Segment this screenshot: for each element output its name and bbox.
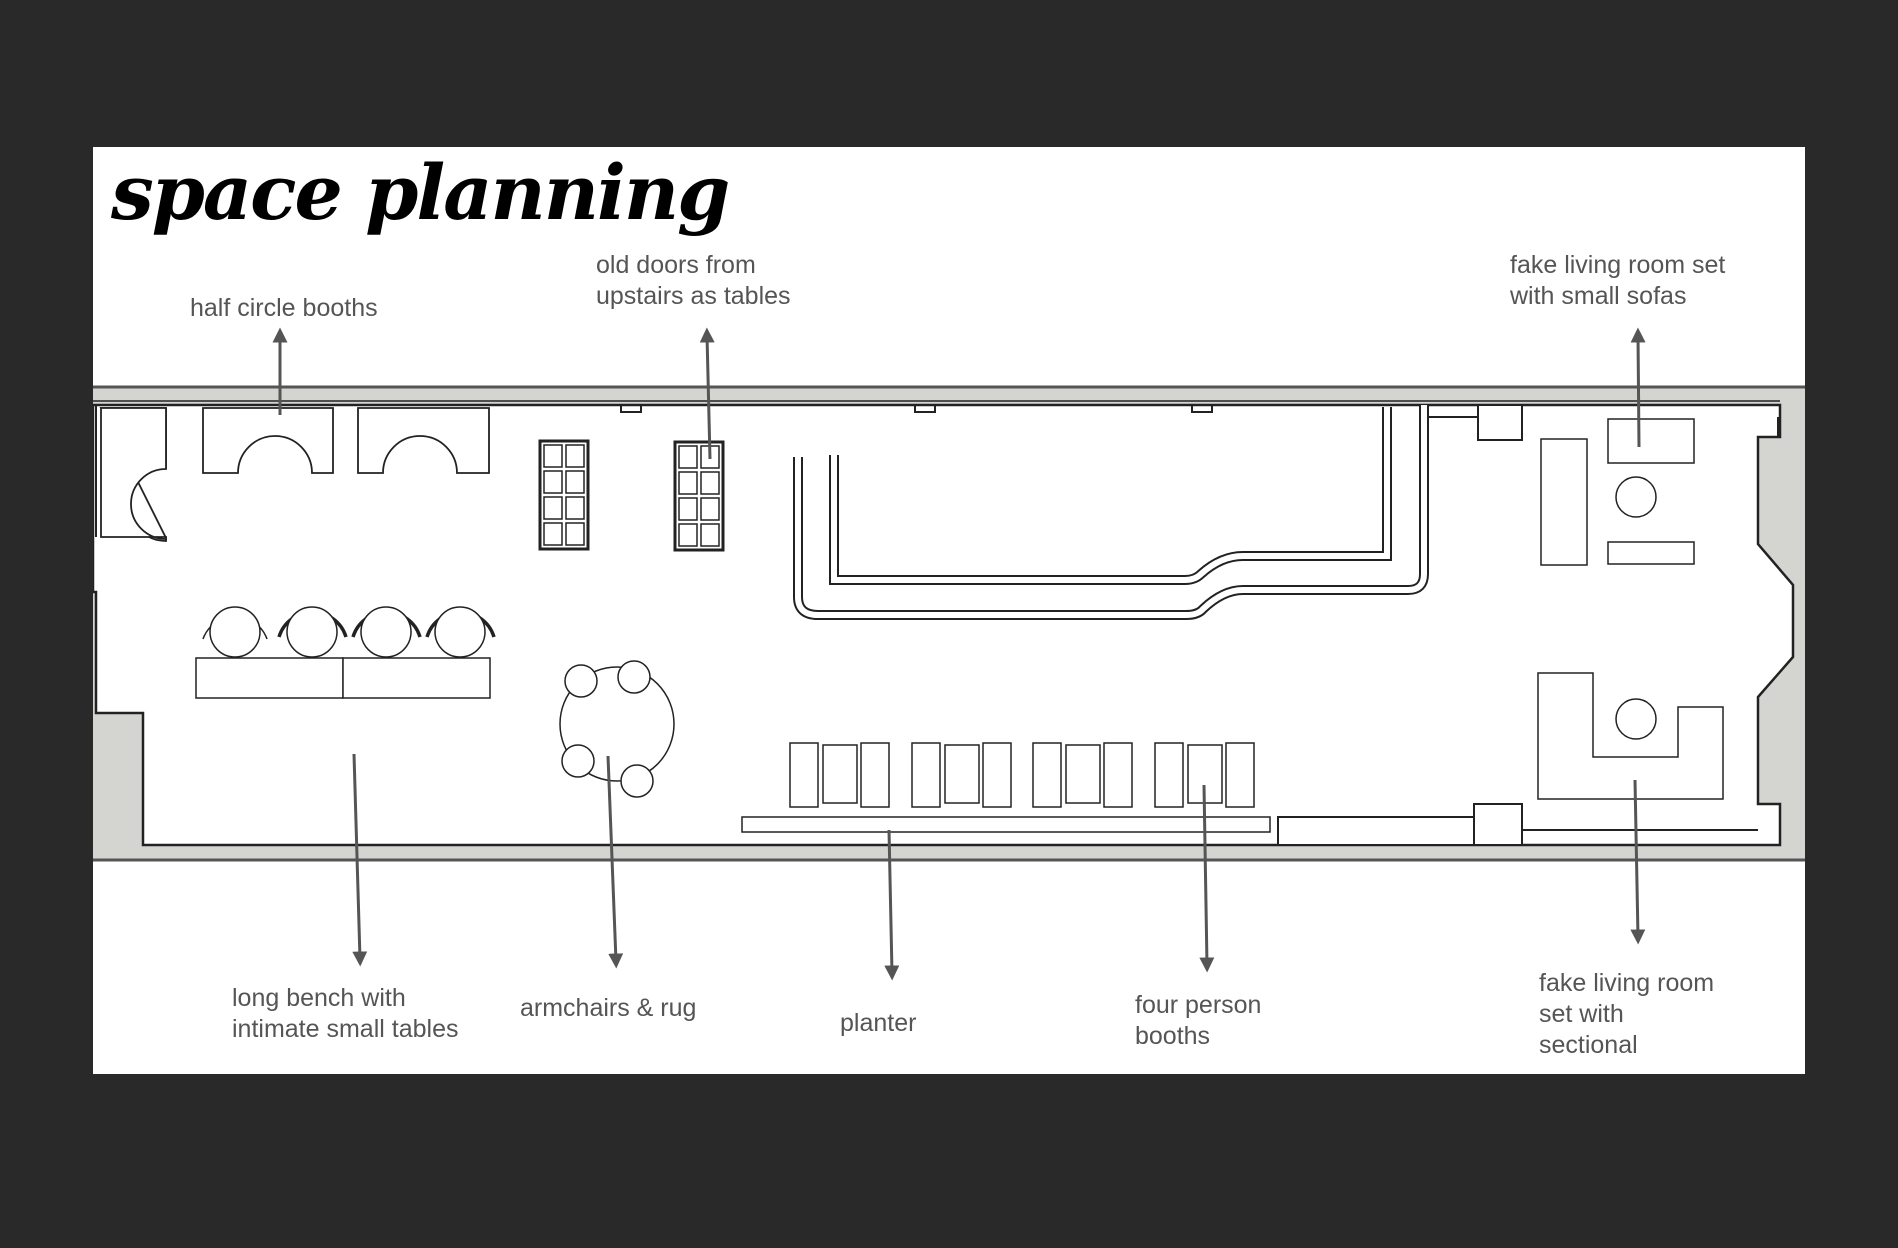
label-armchairs: armchairs & rug [520,994,697,1022]
half-circle-booths [99,407,490,542]
label-half-circle-booths: half circle booths [190,294,378,322]
bar-counter [793,405,1429,620]
door-tables [538,439,725,552]
floor-plan [93,327,1805,981]
building-walls [93,385,1805,862]
label-small-sofas: fake living room set with small sofas [1510,251,1726,310]
long-bench [195,606,496,699]
slide: space planning half circle booths old do… [93,147,1805,1074]
label-long-bench: long bench with intimate small tables [232,984,459,1043]
label-arrows [272,327,1646,981]
sectional-set [1537,672,1724,800]
label-sectional: fake living room set with sectional [1539,969,1715,1059]
interior-floor [93,403,1795,847]
page-title: space planning [111,148,730,237]
small-sofa-set [1540,418,1695,566]
planter [741,816,1271,833]
bench-chairs [202,606,496,658]
rug-armchairs [559,660,675,798]
booths-planter [741,742,1271,833]
label-old-doors: old doors from upstairs as tables [596,251,791,310]
label-four-person-booths: four person booths [1135,991,1262,1050]
label-planter: planter [840,1009,917,1037]
